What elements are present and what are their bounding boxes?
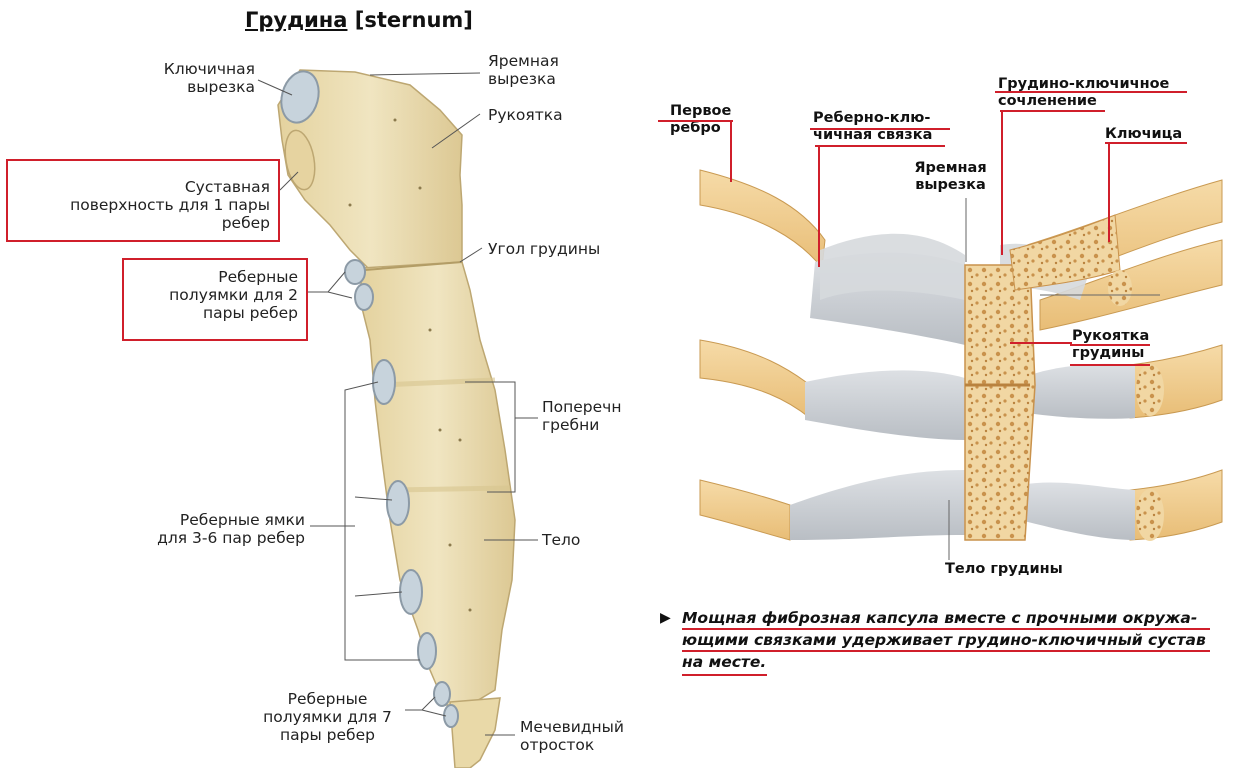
label-costal-pits-ribs3-6: Реберные ямки для 3-6 пар ребер xyxy=(157,511,305,547)
label-costal-halfpits-rib2: Реберные полуямки для 2 пары ребер xyxy=(169,268,298,322)
leader-ligament xyxy=(818,145,820,267)
label-transverse-ridges: Поперечн гребни xyxy=(542,398,622,434)
note-text: Мощная фиброзная капсула вместе с прочны… xyxy=(682,609,1206,671)
page-title: Грудина [sternum] xyxy=(245,8,473,32)
left-leader-lines xyxy=(257,72,538,736)
label-xiphoid-process: Мечевидный отросток xyxy=(520,718,624,754)
label-sternoclavicular-joint: Грудино-ключичное сочленение xyxy=(998,76,1170,109)
label-costal-halfpits-rib7: Реберные полуямки для 7 пары ребер xyxy=(263,690,392,744)
underline-ligament-1 xyxy=(810,128,950,130)
label-clavicular-notch: Ключичная вырезка xyxy=(163,60,255,96)
leader-manubrium xyxy=(1010,342,1072,344)
sternum-body-shape xyxy=(359,261,516,706)
bullet-triangle-icon: ▶ xyxy=(660,610,671,626)
leader-clavicle xyxy=(1108,142,1110,242)
underline-manubrium-2 xyxy=(1070,364,1150,366)
label-jugular-notch-right: Яремная вырезка xyxy=(914,160,987,193)
title-latin: [sternum] xyxy=(354,8,473,32)
label-jugular-notch: Яремная вырезка xyxy=(488,52,559,88)
label-clavicle: Ключица xyxy=(1105,126,1183,142)
label-articular-surface-rib1: Суставная поверхность для 1 пары ребер xyxy=(70,178,270,232)
label-manubrium-sterni: Рукоятка грудины xyxy=(1072,328,1150,361)
label-costoclavicular-ligament: Реберно-клю- чичная связка xyxy=(813,110,933,143)
xiphoid-shape xyxy=(449,697,501,768)
leader-joint xyxy=(1001,110,1003,255)
title-ru: Грудина xyxy=(245,8,348,32)
label-first-rib: Первое ребро xyxy=(670,103,732,136)
label-sternal-angle: Угол грудины xyxy=(488,240,601,258)
underline-first-rib xyxy=(658,120,733,122)
clavicular-notch-disc xyxy=(280,70,320,124)
label-body: Тело xyxy=(542,531,581,549)
highlight-box-rib2 xyxy=(122,258,308,341)
right-leader-lines xyxy=(948,198,1160,560)
underline-note-1 xyxy=(682,628,1210,630)
joint-drawing xyxy=(699,169,1223,541)
label-body-sterni: Тело грудины xyxy=(945,561,1063,577)
underline-clavicle xyxy=(1105,142,1187,144)
underline-joint-1 xyxy=(995,91,1187,93)
underline-note-3 xyxy=(682,674,767,676)
underline-manubrium-1 xyxy=(1070,344,1150,346)
highlight-box-rib1 xyxy=(6,159,280,242)
label-manubrium: Рукоятка xyxy=(488,106,563,124)
sternum-drawing xyxy=(277,69,516,768)
underline-joint-2 xyxy=(1000,110,1105,112)
underline-ligament-2 xyxy=(815,145,945,147)
underline-note-2 xyxy=(682,650,1210,652)
leader-first-rib xyxy=(730,120,732,182)
rib1-articular-surface xyxy=(284,129,316,191)
